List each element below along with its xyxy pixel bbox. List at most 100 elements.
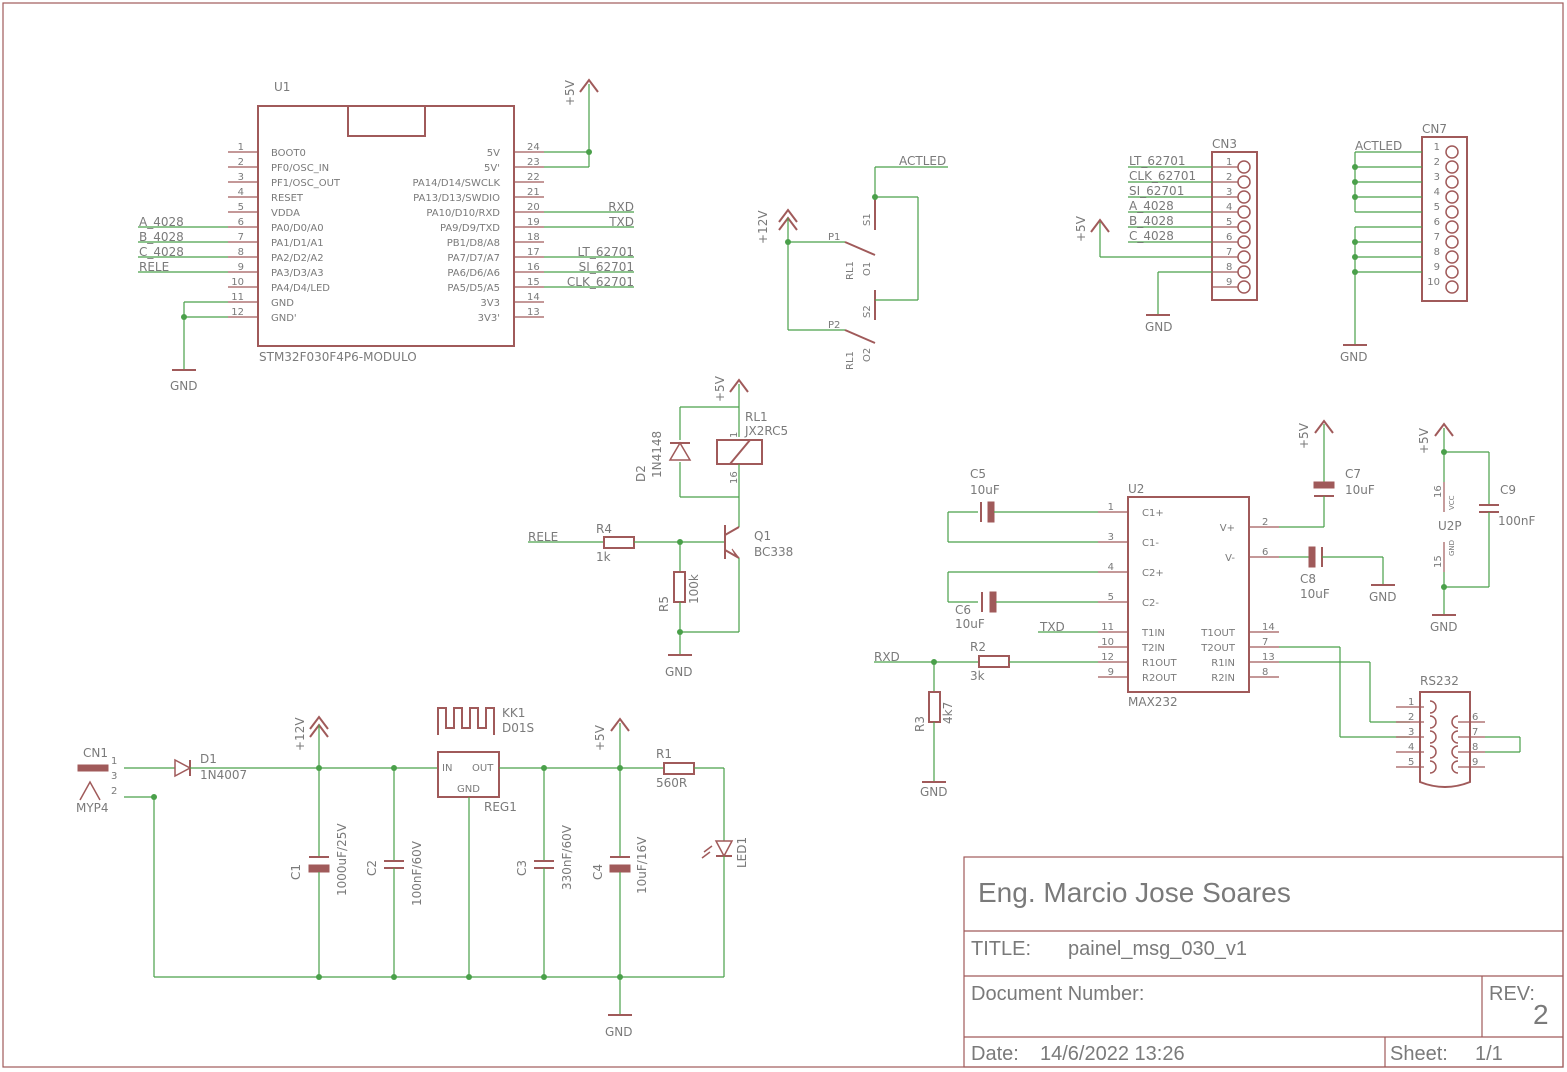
d2-ref: D2 (634, 465, 648, 482)
u1-pin-name: PA7/D7/A7 (447, 253, 500, 264)
max232-pin-num: 3 (1108, 532, 1114, 543)
driver-gnd-label: GND (665, 665, 693, 679)
title-block (963, 856, 1564, 1068)
u2-value: MAX232 (1128, 695, 1178, 709)
title-value: painel_msg_030_v1 (1068, 938, 1247, 960)
c4-value: 10uF/16V (635, 836, 649, 894)
max232-pin-name: T1OUT (1200, 628, 1236, 639)
rs232-pin-num: 1 (1408, 697, 1414, 708)
cn1-ref: CN1 (83, 746, 108, 760)
u1-right-wires (544, 78, 634, 288)
u1-pin-name: GND' (271, 313, 297, 324)
u1-pin-num: 3 (238, 172, 244, 183)
rev-label: REV: (1489, 983, 1535, 1005)
max232-pin-num: 4 (1108, 562, 1114, 573)
rs232-pin-num: 3 (1408, 727, 1414, 738)
u1-right-net-label: TXD (608, 215, 634, 229)
c2-ref: C2 (365, 860, 379, 876)
rxd-net-label: RXD (874, 650, 900, 664)
r3-value: 4k7 (941, 702, 955, 724)
relay-rl1-a: RL1 (845, 261, 856, 280)
d2-value: 1N4148 (650, 431, 664, 478)
u1-pin-num: 6 (238, 217, 244, 228)
c4-ref: C4 (591, 864, 605, 880)
max232-pin-name: T2IN (1141, 643, 1165, 654)
c7-5v-label: +5V (1297, 422, 1311, 449)
u1-pin-name: PF1/OSC_OUT (271, 178, 341, 189)
kk1-ref: KK1 (502, 706, 525, 720)
max232-pin-num: 12 (1101, 652, 1114, 663)
max232-pin-num: 8 (1262, 667, 1268, 678)
relay-o1: O1 (862, 262, 873, 276)
u1-pin-num: 22 (527, 172, 540, 183)
max232-pin-name: R1OUT (1142, 658, 1178, 669)
c7-value: 10uF (1345, 483, 1375, 497)
cn3-pin-num: 2 (1226, 172, 1232, 183)
sheet-value: 1/1 (1475, 1043, 1503, 1065)
q1-value: BC338 (754, 545, 793, 559)
rs232-pin-num: 9 (1472, 757, 1478, 768)
u1-pin-num: 13 (527, 307, 540, 318)
u1-ref: U1 (274, 80, 290, 94)
u1-pin-num: 9 (238, 262, 244, 273)
cn3-net-label: B_4028 (1129, 214, 1174, 228)
c3-ref: C3 (515, 860, 529, 876)
u1-pin-name: PA6/D6/A6 (447, 268, 500, 279)
txd-net-label: TXD (1039, 620, 1065, 634)
cn3-pin-num: 7 (1226, 247, 1232, 258)
u2p-gnd-pin: GND (1448, 540, 1456, 556)
r5-value: 100k (687, 574, 701, 604)
cn3-net-label: LT_62701 (1129, 154, 1186, 168)
u1-pin-num: 18 (527, 232, 540, 243)
rl1-pin1: 1 (729, 432, 740, 438)
u1-left-net-label: C_4028 (139, 245, 184, 259)
rele-net-label: RELE (528, 530, 558, 544)
cn7-pin-num: 9 (1434, 262, 1440, 273)
led1-ref: LED1 (735, 837, 749, 868)
u1-right-net-label: LT_62701 (577, 245, 634, 259)
sheet-label: Sheet: (1390, 1043, 1448, 1065)
rs232-ref: RS232 (1420, 674, 1459, 688)
cn3-ref: CN3 (1212, 137, 1237, 151)
r2-value: 3k (970, 669, 985, 683)
r3-gnd-label: GND (920, 785, 948, 799)
cn1-pin1: 1 (111, 756, 117, 767)
u1-pin-name: 5V (487, 148, 500, 159)
u1-pin-num: 2 (238, 157, 244, 168)
max232-pin-name: C2+ (1142, 568, 1164, 579)
r5-ref: R5 (657, 596, 671, 612)
cn3-net-label: C_4028 (1129, 229, 1174, 243)
cn3-pin-num: 1 (1226, 157, 1232, 168)
u2p-pin15: 15 (1433, 555, 1444, 568)
title-label: TITLE: (971, 938, 1031, 960)
reg-out: OUT (472, 763, 494, 774)
u1-pin-num: 19 (527, 217, 540, 228)
cn3-gnd-label: GND (1145, 320, 1173, 334)
c5-value: 10uF (970, 483, 1000, 497)
max232-pin-num: 9 (1108, 667, 1114, 678)
u1-left-net-label: A_4028 (139, 215, 184, 229)
supply-12v-label: +12V (293, 717, 307, 751)
c5-ref: C5 (970, 467, 986, 481)
cn3-pin-num: 9 (1226, 277, 1232, 288)
relay-driver (528, 378, 763, 656)
max232-pin-num: 14 (1262, 622, 1275, 633)
cn7-gnd-label: GND (1340, 350, 1368, 364)
u1-pin-num: 10 (231, 277, 244, 288)
cn3-net-label: CLK_62701 (1129, 169, 1196, 183)
u2p-ref: U2P (1438, 519, 1462, 533)
u1-pin-name: BOOT0 (271, 148, 306, 159)
max232-chip: 1C1+3C1-4C2+5C2-11T1IN10T2IN12R1OUT9R2OU… (874, 419, 1410, 783)
u1-right-net-label: RXD (608, 200, 634, 214)
u1-pin-name: PA13/D13/SWDIO (413, 193, 500, 204)
u1-pin-name: PF0/OSC_IN (271, 163, 329, 174)
c6-ref: C6 (955, 603, 971, 617)
u1-pin-name: PA9/D9/TXD (440, 223, 500, 234)
rev-value: 2 (1533, 999, 1549, 1030)
r4-ref: R4 (596, 522, 612, 536)
u1-pin-name: VDDA (271, 208, 300, 219)
c8-gnd-label: GND (1369, 590, 1397, 604)
u1-left-wires (138, 226, 228, 371)
cn3-net-label: SI_62701 (1129, 184, 1184, 198)
